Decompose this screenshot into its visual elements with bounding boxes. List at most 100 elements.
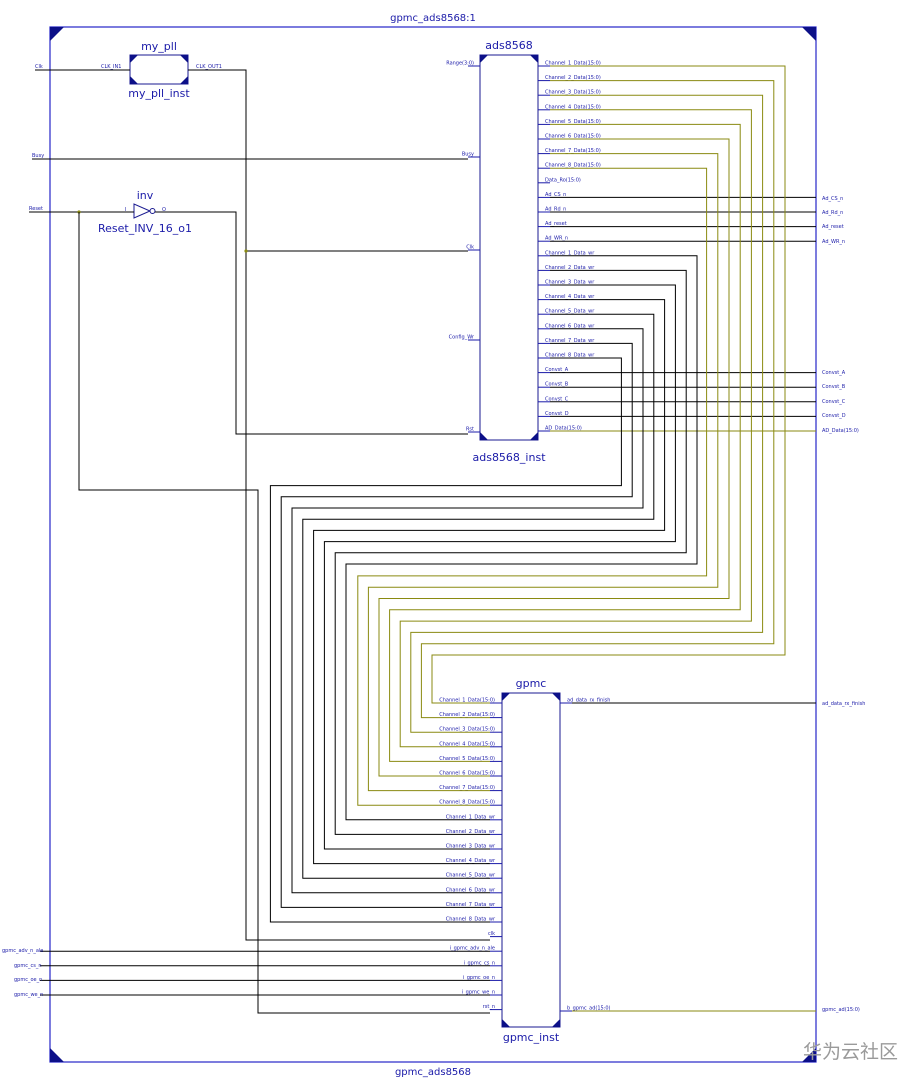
block-corner [530, 432, 538, 440]
ads8568-right-pin-label: Channel_1_Data_wr [545, 250, 595, 256]
my-pll-out-pin: CLK_OUT1 [196, 64, 222, 70]
ads8568-right-pin-label: Convst_C [545, 396, 569, 402]
gpmc-left-pin-label: i_gpmc_we_n [462, 990, 495, 996]
gpmc-left-pin-label: Channel_3_Data(15:0) [439, 727, 495, 733]
block-corner [502, 1019, 510, 1027]
net-channel-wr [334, 269, 687, 835]
ads8568-right-pin-label: Channel_7_Data(15:0) [545, 148, 601, 154]
port-gpmc-adv-n-ale: gpmc_adv_n_ale [2, 948, 43, 954]
port-gpmc-oe-n: gpmc_oe_n [14, 977, 42, 983]
my-pll-body [129, 54, 189, 85]
my-pll-block[interactable]: my_pll my_pll_inst CLK_IN1 CLK_OUT1 [101, 40, 222, 100]
ads8568-right-pin-label: Channel_2_Data(15:0) [545, 75, 601, 81]
gpmc-left-pin-label: Channel_4_Data(15:0) [439, 741, 495, 747]
inverter-block[interactable]: inv Reset_INV_16_o1 I O [98, 189, 192, 235]
gpmc-left-pin-label: Channel_8_Data(15:0) [439, 800, 495, 806]
port-clk: Clk [35, 64, 43, 70]
net-channel-data [399, 109, 752, 748]
ads8568-right-pin-label: Channel_7_Data_wr [545, 338, 595, 344]
gpmc-right-pin-label: b_gpmc_ad(15:0) [567, 1006, 611, 1012]
my-pll-inst: my_pll_inst [128, 87, 190, 100]
ads8568-right-pin-label: Data_Ro(15:0) [545, 177, 581, 183]
net-channel-wr [291, 328, 644, 894]
ads8568-left-pin-label: Clk [466, 245, 474, 251]
ads8568-right-pin-label: AD_Data(15:0) [545, 426, 582, 432]
net-channel-wr [323, 284, 676, 850]
ads8568-right-pin-label: Convst_B [545, 382, 569, 388]
net-channel-data [367, 153, 719, 792]
ads8568-right-pin-label: Channel_8_Data_wr [545, 353, 595, 359]
inverter-symbol [133, 203, 152, 219]
gpmc-left-pin-label: Channel_1_Data_wr [446, 814, 496, 820]
top-module-title: gpmc_ads8568:1 [390, 13, 476, 24]
gpmc-left-pin-label: Channel_1_Data(15:0) [439, 698, 495, 704]
port-convst-a: Convst_A [822, 370, 846, 376]
port-ad-data: AD_Data(15:0) [822, 428, 859, 434]
gpmc-left-pin-label: Channel_5_Data(15:0) [439, 756, 495, 762]
ads8568-right-pin-label: Channel_6_Data_wr [545, 323, 595, 329]
watermark-text: 华为云社区 [803, 1041, 898, 1063]
port-convst-d: Convst_D [822, 413, 846, 419]
ads8568-right-pin-label: Channel_1_Data(15:0) [545, 61, 601, 67]
block-corner [480, 432, 488, 440]
ads8568-block[interactable]: ads8568 ads8568_inst Range(3:0)BusyClkCo… [446, 39, 601, 464]
my-pll-in-pin: CLK_IN1 [101, 64, 121, 70]
ads8568-right-pin-label: Channel_5_Data_wr [545, 309, 595, 315]
ads8568-right-pin-label: Channel_6_Data(15:0) [545, 134, 601, 140]
inverter-in-pin: I [125, 207, 126, 213]
net-channel-wr [280, 342, 633, 908]
block-corner [552, 693, 560, 701]
gpmc-body [501, 692, 561, 1028]
ads8568-right-pin-label: Ad_WR_n [545, 236, 568, 242]
gpmc-left-pin-label: Channel_7_Data(15:0) [439, 785, 495, 791]
gpmc-name: gpmc [516, 677, 547, 690]
ads8568-right-pin-label: Ad_Rd_n [545, 207, 566, 213]
ads8568-right-pin-label: Channel_5_Data(15:0) [545, 119, 601, 125]
ads8568-body [479, 54, 539, 441]
gpmc-left-pin-label: Channel_2_Data(15:0) [439, 712, 495, 718]
gpmc-left-pin-label: Channel_7_Data_wr [446, 902, 496, 908]
ads8568-name: ads8568 [485, 39, 532, 52]
ads8568-right-pin-label: Convst_D [545, 411, 569, 417]
ads8568-inst: ads8568_inst [472, 451, 546, 464]
block-corner [130, 55, 138, 63]
block-corner [552, 1019, 560, 1027]
top-module-frame [49, 26, 817, 1063]
ads8568-left-pin-label: Config_Wr [449, 335, 475, 341]
frame-corner [50, 1048, 64, 1062]
net-channel-wr [302, 313, 655, 879]
ads8568-left-pin-label: Range(3:0) [446, 61, 474, 67]
block-corner [180, 76, 188, 84]
inverter-bubble [149, 208, 156, 214]
port-ad-reset: Ad_reset [822, 224, 844, 230]
inverter-inst: Reset_INV_16_o1 [98, 222, 192, 235]
ads8568-right-pin-label: Channel_2_Data_wr [545, 265, 595, 271]
net-channel-data [378, 138, 730, 777]
port-reset: Reset [29, 206, 43, 212]
ads8568-right-pins: Channel_1_Data(15:0) Channel_2_Data(15:0)… [538, 61, 601, 432]
inverter-name: inv [137, 189, 154, 202]
ads8568-right-pin-label: Convst_A [545, 367, 569, 373]
port-convst-c: Convst_C [822, 399, 846, 405]
ads8568-right-pin-label: Ad_CS_n [545, 192, 566, 198]
port-ad-data-rx-finish: ad_data_rx_finish [822, 701, 865, 707]
net-channel-data [357, 167, 708, 806]
gpmc-left-pin-label: Channel_2_Data_wr [446, 829, 496, 835]
junction-dot [244, 249, 248, 253]
ads8568-right-pin-label: Channel_3_Data(15:0) [545, 90, 601, 96]
gpmc-left-pin-label: clk [488, 931, 495, 937]
port-gpmc-we-n: gpmc_we_n [14, 992, 43, 998]
net-channel-wr [313, 299, 666, 865]
gpmc-left-pin-label: rst_n [483, 1004, 495, 1010]
port-gpmc-ad: gpmc_ad(15:0) [822, 1007, 860, 1013]
net-channel-wr [269, 357, 622, 923]
net-channel-wr [345, 255, 698, 821]
ads8568-right-pin-label: Channel_8_Data(15:0) [545, 163, 601, 169]
block-corner [180, 55, 188, 63]
block-corner [530, 55, 538, 63]
gpmc-left-pin-label: i_gpmc_adv_n_ale [450, 946, 495, 952]
gpmc-block[interactable]: gpmc gpmc_inst Channel_1_Data(15:0)Chann… [439, 677, 610, 1044]
